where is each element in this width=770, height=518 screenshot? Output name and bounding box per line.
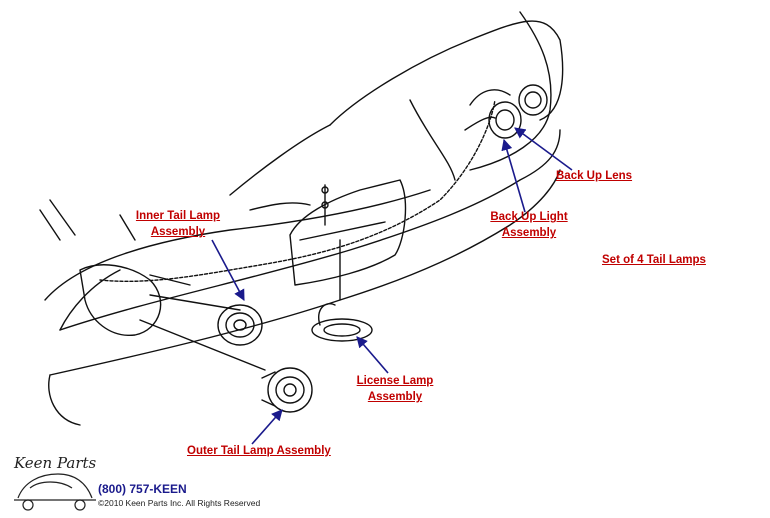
back-up-light-text-1[interactable]: Back Up Light	[490, 211, 568, 223]
inner-tail-lamp-text-2[interactable]: Assembly	[150, 226, 206, 238]
keen-parts-logo	[14, 473, 96, 511]
license-lamp-assembly-label[interactable]: License Lamp Assembly	[350, 373, 440, 405]
back-up-lens-text[interactable]: Back Up Lens	[556, 170, 633, 182]
inner-tail-lamp-assembly-label[interactable]: Inner Tail Lamp Assembly	[128, 208, 228, 240]
back-up-light-text-2[interactable]: Assembly	[501, 227, 557, 239]
outer-tail-lamp-assembly-label[interactable]: Outer Tail Lamp Assembly	[187, 443, 331, 459]
back-up-light-arrow	[501, 138, 526, 213]
back-up-lens-label[interactable]: Back Up Lens	[556, 168, 632, 184]
phone-number: (800) 757-KEEN	[98, 482, 187, 496]
license-lamp-text-2[interactable]: Assembly	[367, 391, 423, 403]
logo-wordmark: Keen Parts	[14, 454, 97, 472]
copyright-notice: ©2010 Keen Parts Inc. All Rights Reserve…	[98, 498, 261, 508]
set-of-4-tail-lamps-link[interactable]: Set of 4 Tail Lamps	[602, 252, 706, 268]
back-up-light-assembly-label[interactable]: Back Up Light Assembly	[486, 209, 572, 241]
inner-tail-lamp-arrow	[211, 239, 245, 301]
inner-tail-lamp-text-1[interactable]: Inner Tail Lamp	[135, 210, 221, 222]
callout-arrows	[211, 127, 573, 445]
license-lamp-arrow	[356, 336, 389, 374]
license-lamp-text-1[interactable]: License Lamp	[356, 375, 434, 387]
set-of-4-tail-lamps-text[interactable]: Set of 4 Tail Lamps	[602, 254, 706, 266]
outer-tail-lamp-arrow	[251, 409, 283, 445]
car-body-drawing	[39, 11, 564, 426]
outer-tail-lamp-text[interactable]: Outer Tail Lamp Assembly	[187, 445, 331, 457]
back-up-lens-arrow	[514, 127, 573, 171]
